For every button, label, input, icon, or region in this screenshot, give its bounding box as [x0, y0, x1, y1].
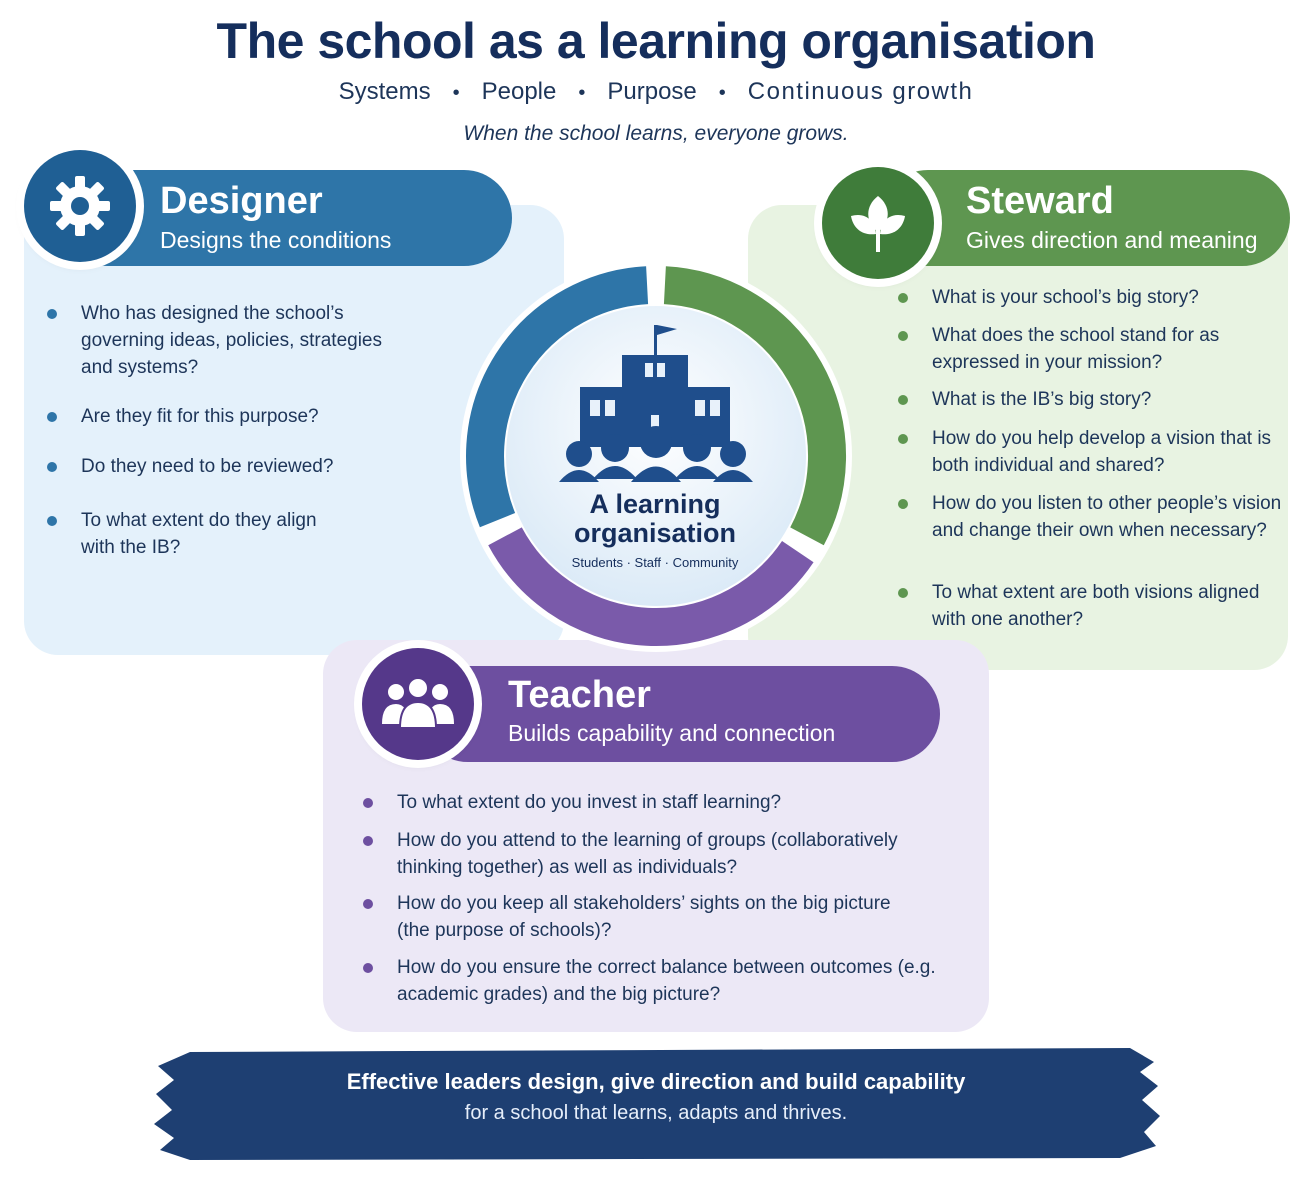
tagline: When the school learns, everyone grows. — [463, 122, 849, 145]
list-item: What is your school’s big story? — [898, 284, 1262, 311]
bullet-icon — [47, 309, 57, 319]
designer-title: Designer — [160, 180, 323, 222]
bullet-icon — [898, 395, 908, 405]
teacher-subtitle: Builds capability and connection — [508, 720, 836, 746]
designer-question-list: Who has designed the school’s governing … — [47, 300, 447, 570]
teacher-question-list: To what extent do you invest in staff le… — [363, 789, 943, 1019]
keyword-purpose: Purpose — [607, 78, 697, 105]
people-group-icon — [382, 677, 454, 729]
list-item: How do you attend to the learning of gro… — [363, 827, 937, 881]
bullet-icon — [363, 963, 373, 973]
bullet-icon — [898, 293, 908, 303]
footer-subline: for a school that learns, adapts and thr… — [464, 1102, 848, 1124]
keyword-growth: Continuous growth — [747, 78, 974, 105]
list-item: What is the IB’s big story? — [898, 386, 1262, 413]
list-item: To what extent do you invest in staff le… — [363, 789, 937, 816]
bullet-icon — [47, 412, 57, 422]
designer-arc — [466, 266, 649, 528]
sprout-icon — [851, 196, 905, 252]
bullet-icon — [898, 331, 908, 341]
steward-question-list: What is your school’s big story? What do… — [898, 284, 1281, 644]
bullet-icon — [898, 499, 908, 509]
list-item: To what extent are both visions aligned … — [898, 579, 1262, 633]
list-item: Are they fit for this purpose? — [47, 403, 411, 430]
footer-brush-stroke — [154, 1048, 1160, 1160]
designer-badge — [24, 150, 136, 262]
list-item: Do they need to be reviewed? — [47, 453, 411, 480]
steward-badge — [822, 167, 934, 279]
bullet-icon — [47, 462, 57, 472]
keyword-people: People — [481, 78, 557, 105]
list-item: Who has designed the school’s governing … — [47, 300, 411, 381]
list-item: What does the school stand for as expres… — [898, 322, 1242, 376]
list-item: How do you help develop a vision that is… — [898, 425, 1272, 479]
keyword-systems: Systems — [338, 78, 431, 105]
footer-headline: Effective leaders design, give direction… — [346, 1069, 966, 1094]
keyword-separator: • — [452, 82, 460, 104]
list-item: How do you keep all stakeholders’ sights… — [363, 890, 927, 944]
list-item: How do you listen to other people’s visi… — [898, 490, 1284, 544]
teacher-arc — [488, 527, 814, 646]
teacher-badge — [362, 648, 474, 760]
school-with-people-icon — [559, 325, 753, 482]
steward-subtitle: Gives direction and meaning — [966, 227, 1258, 253]
teacher-title: Teacher — [508, 674, 651, 716]
teacher-banner: Teacher Builds capability and connection — [420, 666, 940, 762]
center-subtitle: Students · Staff · Community — [571, 555, 739, 570]
list-item: How do you ensure the correct balance be… — [363, 954, 937, 1008]
keyword-separator: • — [718, 82, 726, 104]
gear-icon — [50, 176, 110, 236]
bullet-icon — [363, 899, 373, 909]
designer-subtitle: Designs the conditions — [160, 227, 392, 253]
center-title: A learning organisation — [573, 489, 736, 548]
keyword-separator: • — [578, 82, 586, 104]
center-ring-diagram — [460, 260, 852, 652]
steward-banner: Steward Gives direction and meaning — [880, 170, 1290, 266]
page-title: The school as a learning organisation — [216, 13, 1096, 69]
bullet-icon — [898, 588, 908, 598]
steward-title: Steward — [966, 180, 1114, 222]
bullet-icon — [898, 434, 908, 444]
bullet-icon — [363, 798, 373, 808]
steward-arc — [663, 266, 847, 546]
bullet-icon — [363, 836, 373, 846]
subtitle-keywords: Systems • People • Purpose • Continuous growth — [0, 78, 1312, 106]
list-item: To what extent do they align with the IB… — [47, 507, 351, 561]
bullet-icon — [47, 516, 57, 526]
designer-banner: Designer Designs the conditions — [60, 170, 512, 266]
